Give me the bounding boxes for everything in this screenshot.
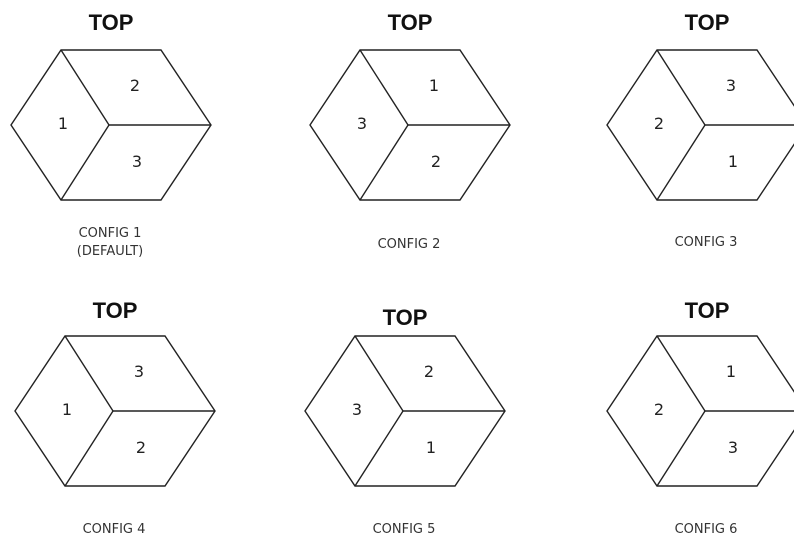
face-left-number: 3 (352, 400, 362, 419)
face-bottom-number: 1 (728, 152, 738, 171)
face-bottom-number: 1 (426, 438, 436, 457)
face-top-number: 3 (726, 76, 736, 95)
config-label: CONFIG 5 (373, 522, 436, 537)
face-bottom-number: 3 (132, 152, 142, 171)
top-title: TOP (89, 10, 134, 35)
config-label: CONFIG 3 (675, 235, 738, 250)
config-label: CONFIG 2 (378, 237, 441, 252)
face-top-number: 2 (424, 362, 434, 381)
config-label: CONFIG 1 (79, 226, 142, 241)
cube-outline (606, 335, 794, 487)
cube-outline (304, 335, 506, 487)
top-title: TOP (685, 10, 730, 35)
top-title: TOP (388, 10, 433, 35)
cube-edge-bottom-left (64, 410, 114, 487)
cube-edge-bottom-left (60, 124, 110, 201)
face-left-number: 3 (357, 114, 367, 133)
top-title: TOP (685, 298, 730, 323)
cube-edge-top-left (359, 49, 409, 126)
cube-edge-bottom-left (359, 124, 409, 201)
top-title: TOP (383, 305, 428, 330)
cube-edge-top-left (656, 335, 706, 412)
cube-edge-top-left (656, 49, 706, 126)
cube-edge-bottom-left (354, 410, 404, 487)
face-left-number: 2 (654, 114, 664, 133)
face-top-number: 3 (134, 362, 144, 381)
face-left-number: 1 (62, 400, 72, 419)
face-bottom-number: 2 (431, 152, 441, 171)
face-bottom-number: 3 (728, 438, 738, 457)
cube-edge-top-left (354, 335, 404, 412)
config-label: CONFIG 4 (83, 522, 146, 537)
cube-outline (309, 49, 511, 201)
config-label: (DEFAULT) (77, 244, 143, 259)
face-top-number: 1 (726, 362, 736, 381)
face-left-number: 1 (58, 114, 68, 133)
cube-outline (14, 335, 216, 487)
cube-edge-top-left (60, 49, 110, 126)
cube-outline (10, 49, 212, 201)
cube-edge-top-left (64, 335, 114, 412)
face-left-number: 2 (654, 400, 664, 419)
cube-edge-bottom-left (656, 124, 706, 201)
face-bottom-number: 2 (136, 438, 146, 457)
face-top-number: 1 (429, 76, 439, 95)
config-label: CONFIG 6 (675, 522, 738, 537)
cube-outline (606, 49, 794, 201)
cube-edge-bottom-left (656, 410, 706, 487)
top-title: TOP (93, 298, 138, 323)
face-top-number: 2 (130, 76, 140, 95)
